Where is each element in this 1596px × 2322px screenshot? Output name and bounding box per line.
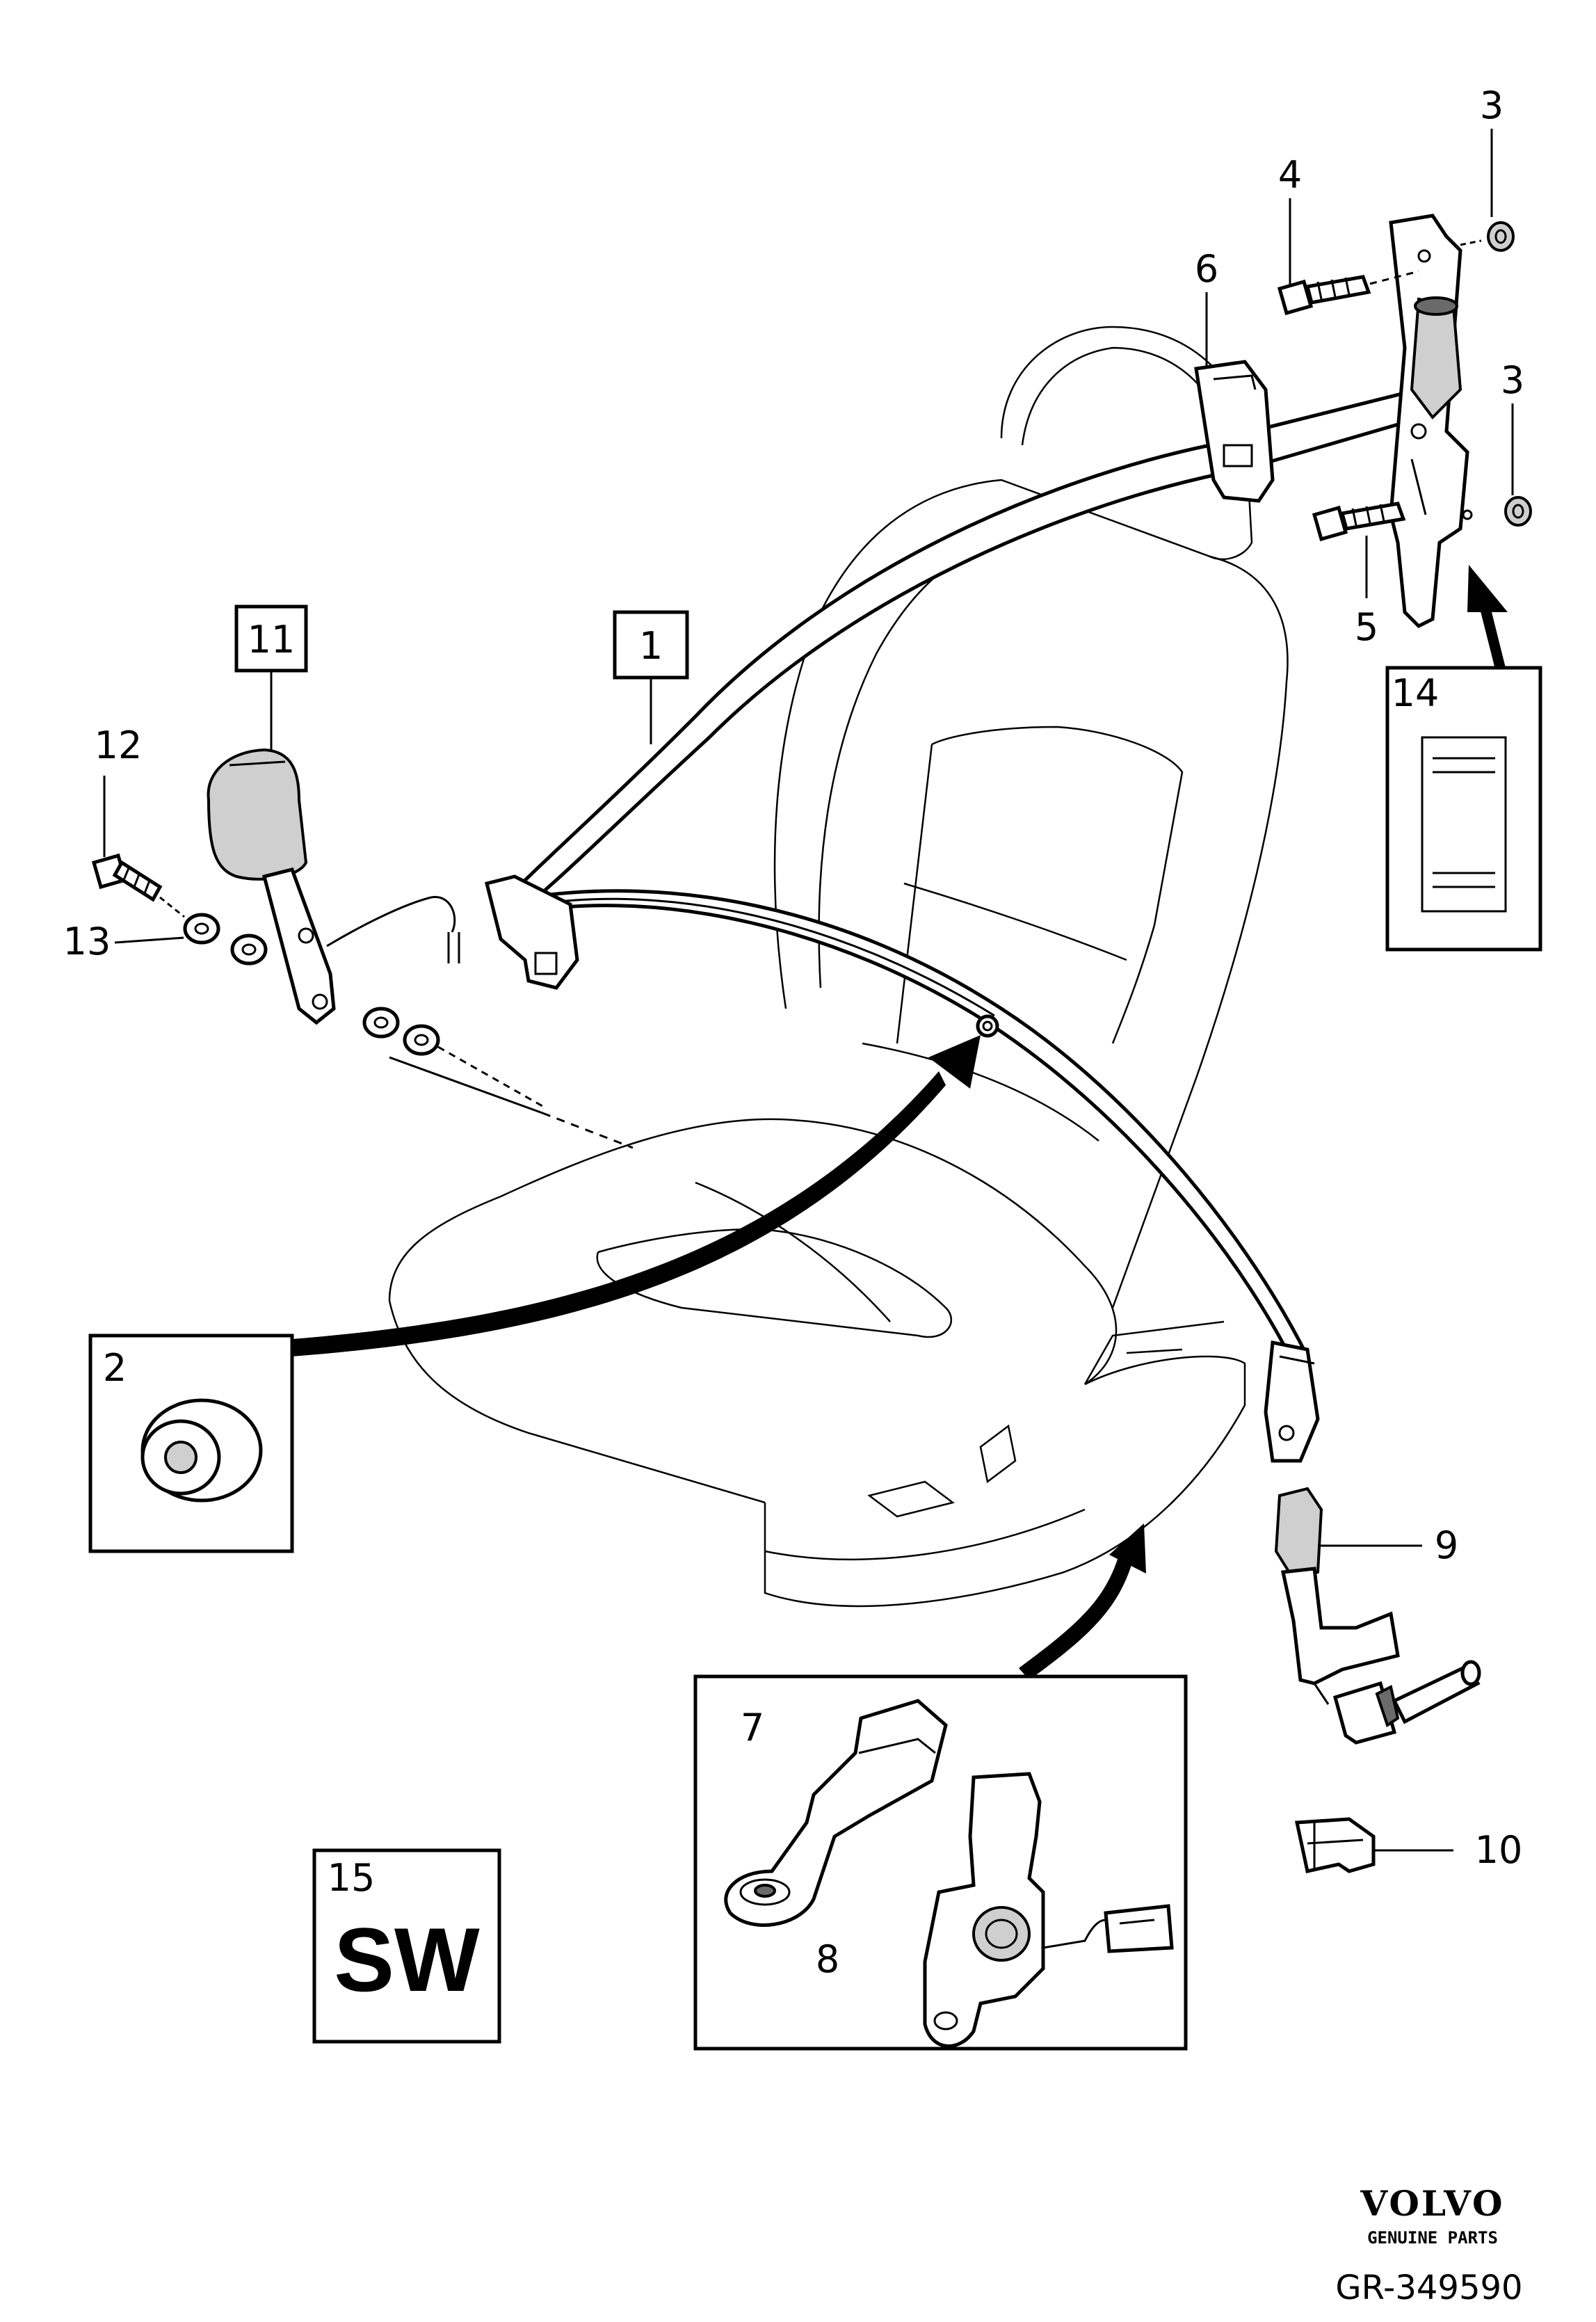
callout-3-bottom: 3: [1501, 358, 1524, 402]
callout-box-1: [613, 610, 689, 680]
callout-14: 14: [1392, 671, 1440, 715]
callout-1: 1: [639, 624, 663, 668]
sensor-icon: [923, 1772, 1045, 2048]
callout-5: 5: [1355, 605, 1378, 649]
callout-2: 2: [103, 1346, 127, 1390]
warning-label-icon: [1421, 736, 1507, 913]
callout-box-11: [234, 604, 308, 673]
pretensioner: [1274, 1487, 1481, 1745]
pillar-anchor: [1277, 214, 1532, 629]
brand-logo: VOLVO: [1360, 2183, 1504, 2224]
label-box-14: 14: [1385, 666, 1542, 952]
callout-7: 7: [741, 1706, 764, 1749]
grommet-box-2: 2: [88, 1334, 294, 1553]
callout-11: 11: [248, 618, 296, 662]
belt-guide-d-ring: [1194, 360, 1275, 503]
callout-10: 10: [1475, 1828, 1523, 1872]
arrows: [292, 565, 1508, 1680]
callout-6: 6: [1195, 247, 1218, 291]
callout-3-top: 3: [1480, 83, 1504, 127]
diagram-reference: GR-349590: [1335, 2268, 1522, 2307]
callout-13: 13: [63, 920, 111, 963]
bracket-icon: [724, 1699, 948, 1927]
seat-outline: [388, 326, 1289, 1608]
clip: [1294, 1817, 1376, 1873]
seat-belt-webbing: [484, 387, 1424, 1463]
sensor-box-7-8: 7 8: [693, 1674, 1188, 2051]
callout-12: 12: [95, 723, 143, 767]
callout-15: 15: [328, 1856, 376, 1900]
sw-box-15: 15 SW: [312, 1848, 501, 2044]
callout-4: 4: [1278, 153, 1302, 197]
callout-9: 9: [1435, 1523, 1458, 1567]
callout-numbers: 3 4 6 3 5 12 13 9 10: [63, 83, 1525, 1872]
sw-label: SW: [334, 1909, 480, 2010]
callout-8: 8: [816, 1937, 839, 1981]
brand-block: VOLVO GENUINE PARTS GR-349590: [1335, 2183, 1522, 2307]
belt-buckle: [91, 748, 543, 1107]
brand-tagline: GENUINE PARTS: [1367, 2228, 1498, 2248]
